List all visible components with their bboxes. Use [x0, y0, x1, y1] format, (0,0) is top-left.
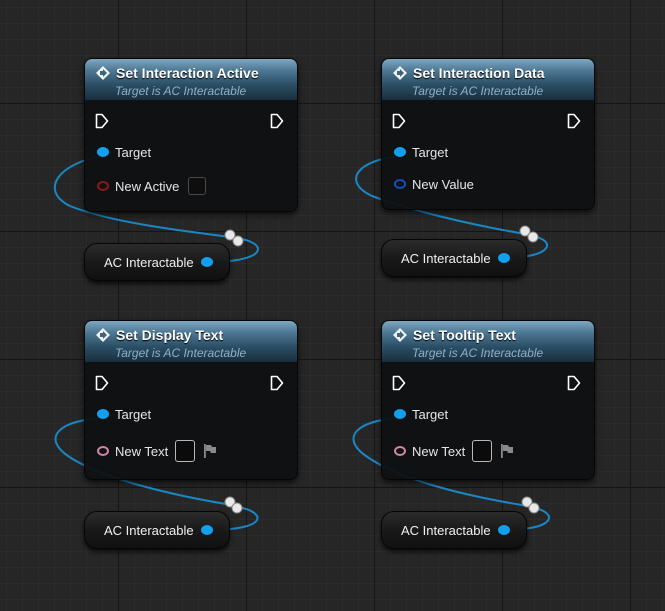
pin-label: New Value	[412, 176, 474, 192]
exec-output-pin[interactable]	[270, 113, 284, 129]
node-header[interactable]: Set Display Text Target is AC Interactab…	[85, 321, 297, 363]
new-text-pin-row[interactable]: New Text	[85, 431, 297, 471]
exec-row	[382, 101, 594, 135]
node-subtitle: Target is AC Interactable	[412, 84, 544, 98]
new-active-pin-row[interactable]: New Active	[85, 169, 297, 203]
object-pin[interactable]	[97, 409, 109, 419]
object-pin[interactable]	[394, 409, 406, 419]
node-set-interaction-data[interactable]: Set Interaction Data Target is AC Intera…	[381, 58, 595, 210]
node-set-tooltip-text[interactable]: Set Tooltip Text Target is AC Interactab…	[381, 320, 595, 480]
bool-pin[interactable]	[97, 181, 109, 191]
reroute-knot[interactable]	[224, 229, 244, 247]
pin-label: New Text	[115, 443, 169, 459]
exec-input-pin[interactable]	[95, 113, 109, 129]
node-header[interactable]: Set Tooltip Text Target is AC Interactab…	[382, 321, 594, 363]
text-pin[interactable]	[97, 446, 109, 456]
exec-input-pin[interactable]	[392, 113, 406, 129]
reroute-knot[interactable]	[521, 496, 540, 514]
flag-icon[interactable]	[202, 443, 218, 459]
object-output-pin[interactable]	[497, 253, 510, 263]
exec-input-pin[interactable]	[95, 375, 109, 391]
object-pin[interactable]	[97, 147, 109, 157]
node-title: Set Tooltip Text	[413, 327, 516, 343]
target-pin-row[interactable]: Target	[382, 135, 594, 169]
function-icon	[96, 66, 110, 80]
new-text-input[interactable]	[175, 440, 196, 462]
new-text-pin-row[interactable]: New Text	[382, 431, 594, 471]
reroute-knot[interactable]	[224, 496, 243, 514]
exec-row	[85, 101, 297, 135]
object-output-pin[interactable]	[200, 257, 213, 267]
function-icon	[393, 66, 407, 80]
variable-node-ac-interactable[interactable]: AC Interactable	[84, 243, 230, 281]
pin-label: Target	[115, 144, 152, 160]
node-header[interactable]: Set Interaction Data Target is AC Intera…	[382, 59, 594, 101]
variable-label: AC Interactable	[401, 522, 491, 538]
node-title: Set Interaction Data	[413, 65, 545, 81]
struct-pin[interactable]	[394, 179, 406, 189]
variable-node-ac-interactable[interactable]: AC Interactable	[381, 511, 527, 549]
exec-output-pin[interactable]	[567, 113, 581, 129]
exec-output-pin[interactable]	[567, 375, 581, 391]
pin-label: Target	[412, 144, 449, 160]
node-subtitle: Target is AC Interactable	[115, 84, 247, 98]
object-output-pin[interactable]	[497, 525, 510, 535]
exec-input-pin[interactable]	[392, 375, 406, 391]
node-header[interactable]: Set Interaction Active Target is AC Inte…	[85, 59, 297, 101]
object-pin[interactable]	[394, 147, 406, 157]
exec-row	[85, 363, 297, 397]
new-value-pin-row[interactable]: New Value	[382, 169, 594, 199]
target-pin-row[interactable]: Target	[382, 397, 594, 431]
pin-label: New Text	[412, 443, 466, 459]
variable-label: AC Interactable	[104, 254, 194, 270]
function-icon	[393, 328, 407, 342]
pin-label: Target	[412, 406, 449, 422]
new-active-checkbox[interactable]	[188, 177, 207, 195]
text-pin[interactable]	[394, 446, 406, 456]
node-set-display-text[interactable]: Set Display Text Target is AC Interactab…	[84, 320, 298, 480]
pin-label: Target	[115, 406, 152, 422]
variable-node-ac-interactable[interactable]: AC Interactable	[381, 239, 527, 277]
variable-label: AC Interactable	[401, 250, 491, 266]
target-pin-row[interactable]: Target	[85, 135, 297, 169]
flag-icon[interactable]	[499, 443, 515, 459]
node-subtitle: Target is AC Interactable	[115, 346, 247, 360]
function-icon	[96, 328, 110, 342]
variable-label: AC Interactable	[104, 522, 194, 538]
exec-row	[382, 363, 594, 397]
target-pin-row[interactable]: Target	[85, 397, 297, 431]
node-set-interaction-active[interactable]: Set Interaction Active Target is AC Inte…	[84, 58, 298, 212]
reroute-knot[interactable]	[519, 225, 539, 243]
node-title: Set Display Text	[116, 327, 224, 343]
object-output-pin[interactable]	[200, 525, 213, 535]
variable-node-ac-interactable[interactable]: AC Interactable	[84, 511, 230, 549]
pin-label: New Active	[115, 178, 180, 194]
exec-output-pin[interactable]	[270, 375, 284, 391]
node-subtitle: Target is AC Interactable	[412, 346, 544, 360]
new-text-input[interactable]	[472, 440, 493, 462]
node-title: Set Interaction Active	[116, 65, 259, 81]
